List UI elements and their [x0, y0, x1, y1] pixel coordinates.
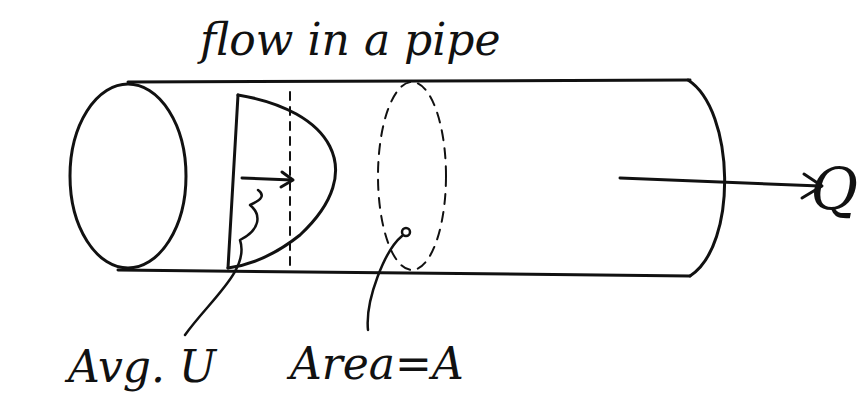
flow-arrow	[620, 178, 820, 186]
flow-symbol: Q	[810, 160, 858, 218]
pipe-wall	[118, 270, 690, 276]
velocity-arrow	[242, 178, 292, 180]
part-label: Avg. U	[68, 345, 216, 389]
leader-line	[185, 190, 262, 335]
arrow-head	[281, 172, 293, 187]
velocity-profile	[228, 95, 336, 268]
title-text: flow in a pipe	[200, 18, 501, 62]
leader-dot	[402, 228, 410, 236]
leader-line	[368, 236, 402, 330]
pipe-end	[70, 84, 186, 268]
area-section	[378, 82, 446, 270]
pipe-end	[688, 80, 725, 276]
profile-base	[228, 95, 238, 268]
dashed-line	[289, 92, 291, 268]
part-label: Area=A	[290, 342, 464, 386]
